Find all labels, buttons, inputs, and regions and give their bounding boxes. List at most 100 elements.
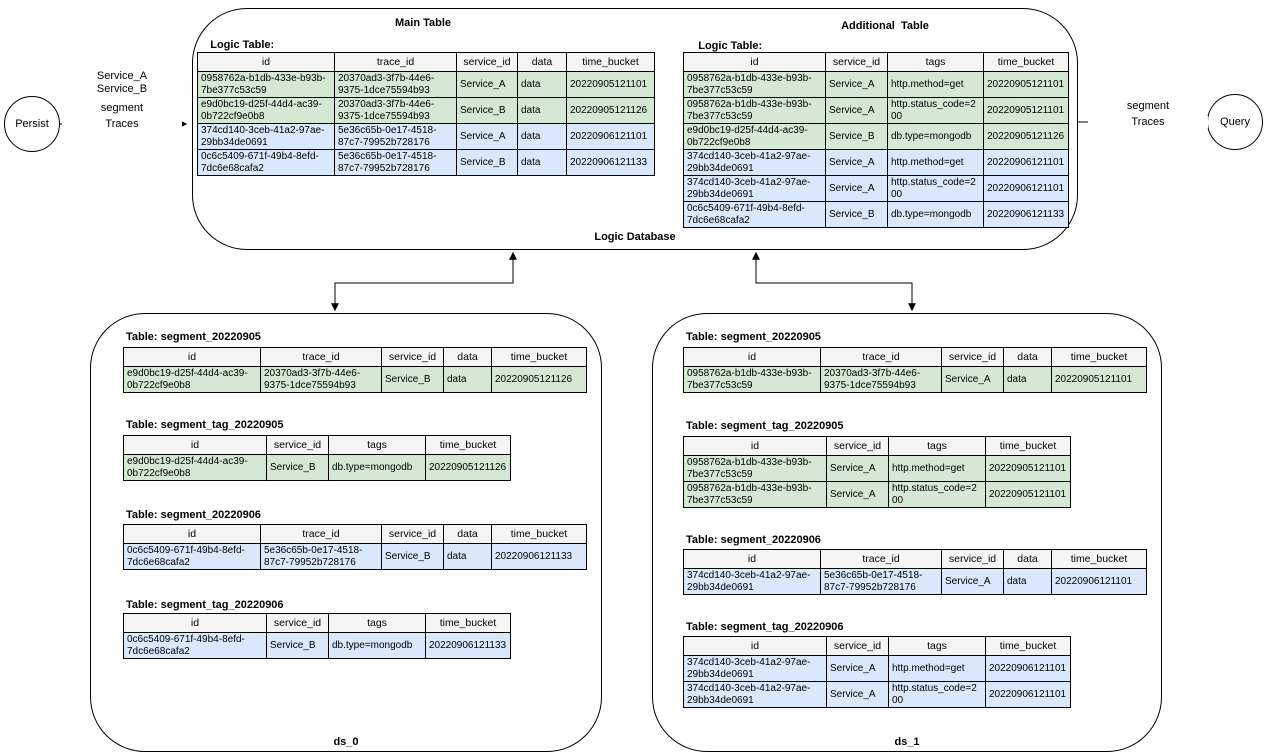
column-header: id xyxy=(123,613,267,633)
ds1-segment-20220905-title: Table: segment_20220905 xyxy=(686,331,821,343)
column-header: tags xyxy=(887,52,984,72)
table-cell: 0958762a-b1db-433e-b93b-7be377c53c59 xyxy=(683,481,827,508)
column-header: time_bucket xyxy=(425,613,511,633)
table-cell: data xyxy=(517,71,567,98)
table-cell: 20220905121101 xyxy=(983,97,1069,124)
table-cell: 0c6c5409-671f-49b4-8efd-7dc6e68cafa2 xyxy=(123,543,261,570)
table-cell: data xyxy=(443,543,492,570)
table-cell: db.type=mongodb xyxy=(887,201,984,228)
ds1-label: ds_1 xyxy=(894,736,920,748)
table-cell: e9d0bc19-d25f-44d4-ac39-0b722cf9e0b8 xyxy=(123,454,267,481)
table-cell: data xyxy=(443,366,492,393)
table-cell: Service_A xyxy=(941,568,1004,595)
query-node: Query xyxy=(1207,94,1263,150)
column-header: trace_id xyxy=(820,347,942,367)
table-cell: 20220906121101 xyxy=(985,655,1071,682)
table-cell: e9d0bc19-d25f-44d4-ac39-0b722cf9e0b8 xyxy=(197,97,335,124)
table-cell: Service_A xyxy=(941,366,1004,393)
table-cell: Service_A xyxy=(456,123,518,150)
table-cell: 374cd140-3ceb-41a2-97ae-29bb34de0691 xyxy=(683,149,826,176)
table-cell: 374cd140-3ceb-41a2-97ae-29bb34de0691 xyxy=(197,123,335,150)
column-header: time_bucket xyxy=(983,52,1069,72)
column-header: service_id xyxy=(266,435,329,455)
column-header: time_bucket xyxy=(425,435,511,455)
table-cell: 20220905121126 xyxy=(566,97,655,124)
column-header: time_bucket xyxy=(491,524,587,544)
logic-database-label: Logic Database xyxy=(594,231,676,243)
table-cell: Service_A xyxy=(825,175,888,202)
table-cell: 0958762a-b1db-433e-b93b-7be377c53c59 xyxy=(683,71,826,98)
ds0-segment-20220906-title: Table: segment_20220906 xyxy=(126,509,261,521)
column-header: id xyxy=(123,524,261,544)
column-header: service_id xyxy=(941,549,1004,569)
table-cell: 20220906121133 xyxy=(491,543,587,570)
column-header: data xyxy=(443,524,492,544)
table-cell: 0c6c5409-671f-49b4-8efd-7dc6e68cafa2 xyxy=(123,632,267,659)
table-cell: Service_A xyxy=(826,681,889,708)
table-cell: 20220906121101 xyxy=(983,149,1069,176)
table-cell: Service_A xyxy=(826,481,889,508)
table-cell: http.method=get xyxy=(888,655,986,682)
table-cell: 5e36c65b-0e17-4518-87c7-79952b728176 xyxy=(260,543,382,570)
column-header: service_id xyxy=(381,347,444,367)
column-header: trace_id xyxy=(260,524,382,544)
column-header: data xyxy=(517,52,567,72)
column-header: data xyxy=(1003,347,1052,367)
column-header: service_id xyxy=(826,436,889,456)
table-cell: 20370ad3-3f7b-44e6-9375-1dce75594b93 xyxy=(334,97,457,124)
table-cell: 374cd140-3ceb-41a2-97ae-29bb34de0691 xyxy=(683,655,827,682)
table-cell: 20220905121101 xyxy=(1051,366,1147,393)
table-cell: Service_B xyxy=(456,149,518,176)
table-cell: 5e36c65b-0e17-4518-87c7-79952b728176 xyxy=(334,123,457,150)
table-cell: 20220905121101 xyxy=(566,71,655,98)
table-cell: data xyxy=(517,149,567,176)
column-header: service_id xyxy=(825,52,888,72)
table-cell: Service_A xyxy=(826,455,889,482)
table-cell: 20220906121133 xyxy=(983,201,1069,228)
ds1-segment-tag-20220906-title: Table: segment_tag_20220906 xyxy=(686,621,844,633)
column-header: service_id xyxy=(381,524,444,544)
column-header: id xyxy=(683,436,827,456)
persist-node-label: Persist xyxy=(15,118,49,130)
query-arrow-label-traces: Traces xyxy=(1088,116,1208,128)
table-cell: 20220906121101 xyxy=(566,123,655,150)
table-cell: data xyxy=(1003,568,1052,595)
column-header: time_bucket xyxy=(566,52,655,72)
table-cell: 0958762a-b1db-433e-b93b-7be377c53c59 xyxy=(683,97,826,124)
column-header: service_id xyxy=(941,347,1004,367)
table-cell: Service_B xyxy=(825,201,888,228)
persist-arrow-label-service-a: Service_A xyxy=(96,70,148,82)
column-header: tags xyxy=(328,435,426,455)
column-header: trace_id xyxy=(820,549,942,569)
column-header: id xyxy=(197,52,335,72)
table-cell: 5e36c65b-0e17-4518-87c7-79952b728176 xyxy=(820,568,942,595)
table-cell: 0c6c5409-671f-49b4-8efd-7dc6e68cafa2 xyxy=(683,201,826,228)
